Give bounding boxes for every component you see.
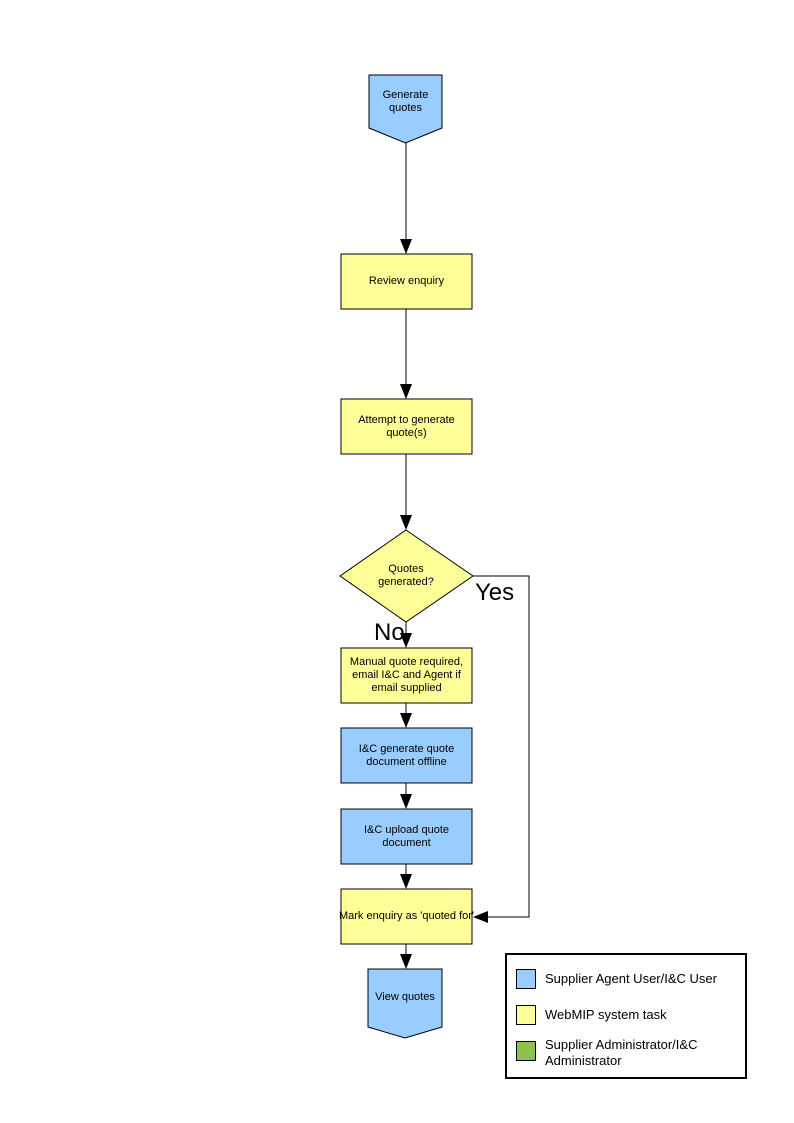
node-review-enquiry-shape [340,253,473,310]
node-view-quotes-shape [367,968,443,1039]
legend-label-supplier-administrator: Supplier Administrator/I&C Administrator [545,1037,698,1068]
edge-generate-offline-upload [400,783,412,809]
edge-decision-no-manual [400,622,412,648]
arrowhead-down-icon [400,713,412,728]
edge-mark-end [400,944,412,969]
arrowhead-down-icon [400,515,412,530]
node-mark-enquiry-shape [340,888,473,945]
edge-attempt-decision [400,454,412,530]
arrowhead-left-icon [473,911,488,923]
edge-start-review [400,143,412,254]
legend-label-webmip-system-task: WebMIP system task [545,1007,667,1022]
edge-decision-yes-mark [473,575,530,923]
node-ic-upload-shape [340,808,473,865]
node-attempt-generate-shape [340,398,473,455]
node-manual-quote-shape [340,647,473,704]
node-quotes-generated-decision-shape [339,529,474,623]
arrowhead-down-icon [400,633,412,648]
arrowhead-down-icon [400,954,412,969]
node-ic-generate-offline-shape [340,727,473,784]
legend-label-supplier-agent-user: Supplier Agent User/I&C User [545,971,717,986]
legend-swatch-yellow [516,1005,536,1025]
legend: Supplier Agent User/I&C User WebMIP syst… [505,953,747,1079]
arrowhead-down-icon [400,239,412,254]
edge-manual-generate-offline [400,703,412,728]
edge-review-attempt [400,309,412,399]
legend-swatch-blue [516,969,536,989]
arrowhead-down-icon [400,874,412,889]
arrowhead-down-icon [400,794,412,809]
arrowhead-down-icon [400,384,412,399]
node-generate-quotes-shape [368,74,443,144]
edge-upload-mark [400,864,412,889]
legend-swatch-green [516,1041,536,1061]
